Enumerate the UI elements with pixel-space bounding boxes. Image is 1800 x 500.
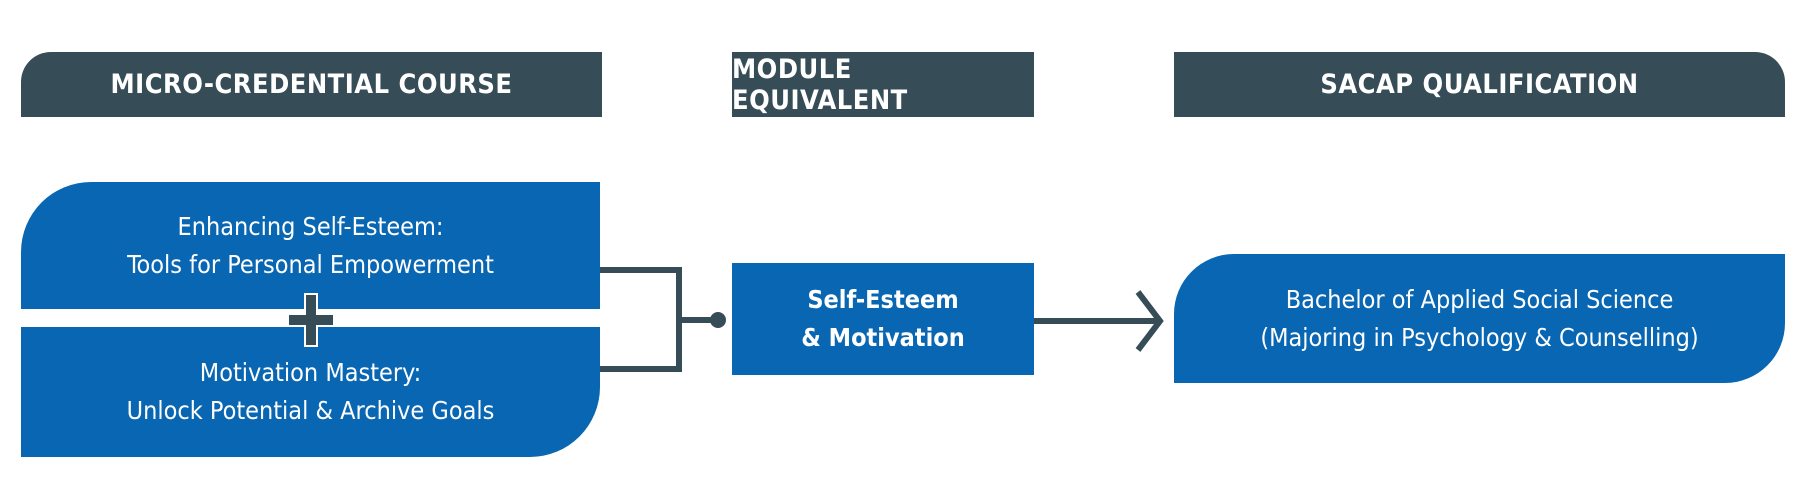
plus-icon [287,293,335,347]
course-box-motivation: Motivation Mastery: Unlock Potential & A… [21,327,600,457]
course-subtitle: Unlock Potential & Archive Goals [126,396,495,425]
course-title: Motivation Mastery: [199,358,422,387]
arrow-right-icon [1034,290,1164,352]
course-group: Enhancing Self-Esteem: Tools for Persona… [21,182,600,457]
module-box: Self-Esteem & Motivation [732,263,1034,375]
header-label: MODULE EQUIVALENT [732,53,908,116]
course-box-self-esteem: Enhancing Self-Esteem: Tools for Persona… [21,182,600,309]
header-label: MICRO-CREDENTIAL COURSE [110,69,513,100]
course-subtitle: Tools for Personal Empowerment [127,249,494,279]
qualification-title: Bachelor of Applied Social Science [1285,284,1674,314]
connector-bracket [600,267,726,372]
qualification-major: (Majoring in Psychology & Counselling) [1260,322,1699,352]
qualification-box: Bachelor of Applied Social Science (Majo… [1174,254,1785,383]
course-title: Enhancing Self-Esteem: [177,211,444,241]
header-module-equivalent: MODULE EQUIVALENT [732,52,1034,117]
header-micro-credential-course: MICRO-CREDENTIAL COURSE [21,52,602,117]
module-line2: & Motivation [801,323,965,352]
connector-dot [710,312,726,328]
module-line1: Self-Esteem [807,285,959,314]
header-label: SACAP QUALIFICATION [1320,69,1639,100]
header-sacap-qualification: SACAP QUALIFICATION [1174,52,1785,117]
